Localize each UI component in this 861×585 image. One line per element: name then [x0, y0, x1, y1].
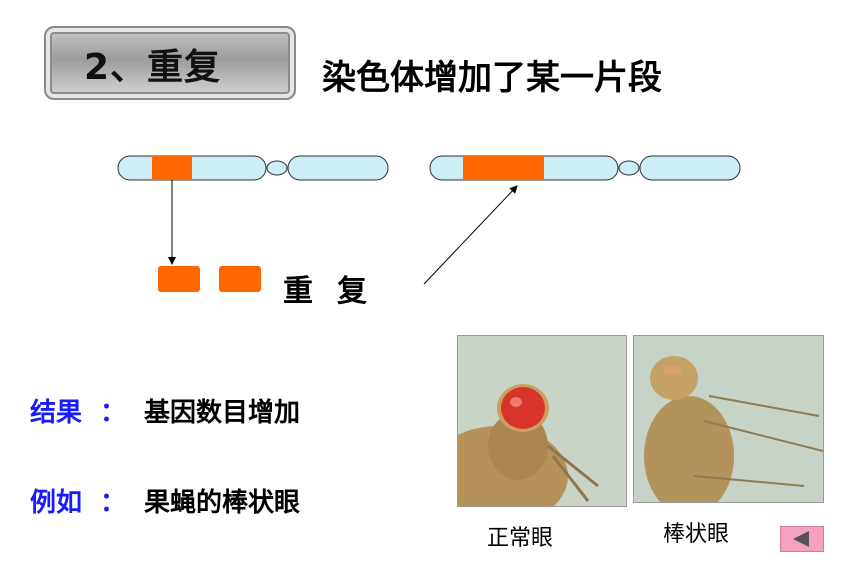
result-colon: ：: [100, 398, 127, 428]
normal-eye-photo: [457, 335, 627, 507]
duplicated-segment-1: [158, 266, 200, 292]
example-colon: ：: [100, 488, 127, 518]
result-label: 结果: [30, 398, 83, 428]
chromosome-duplicated: [429, 155, 741, 181]
title-badge: 2、重复: [44, 26, 296, 100]
caption-normal-eye: 正常眼: [487, 526, 554, 551]
result-value: 基因数目增加: [144, 398, 301, 428]
segment-original: [152, 156, 192, 180]
example-value: 果蝇的棒状眼: [144, 488, 301, 518]
segment-duplicated: [463, 156, 544, 180]
title-badge-text: 2、重复: [84, 47, 222, 88]
example-label: 例如: [30, 488, 83, 518]
arrow-up: [423, 185, 518, 285]
chromosome-original: [117, 155, 389, 181]
duplicated-segment-2: [219, 266, 261, 292]
example-row: 例如 ： 果蝇的棒状眼: [30, 482, 300, 519]
prev-slide-button[interactable]: [780, 526, 824, 552]
bar-eye-photo: [633, 335, 824, 503]
page-heading: 染色体增加了某一片段: [322, 58, 662, 98]
caption-bar-eye: 棒状眼: [663, 522, 730, 547]
result-row: 结果 ： 基因数目增加: [30, 392, 300, 429]
duplication-label: 重复: [283, 274, 391, 309]
triangle-left-icon: [793, 531, 809, 547]
